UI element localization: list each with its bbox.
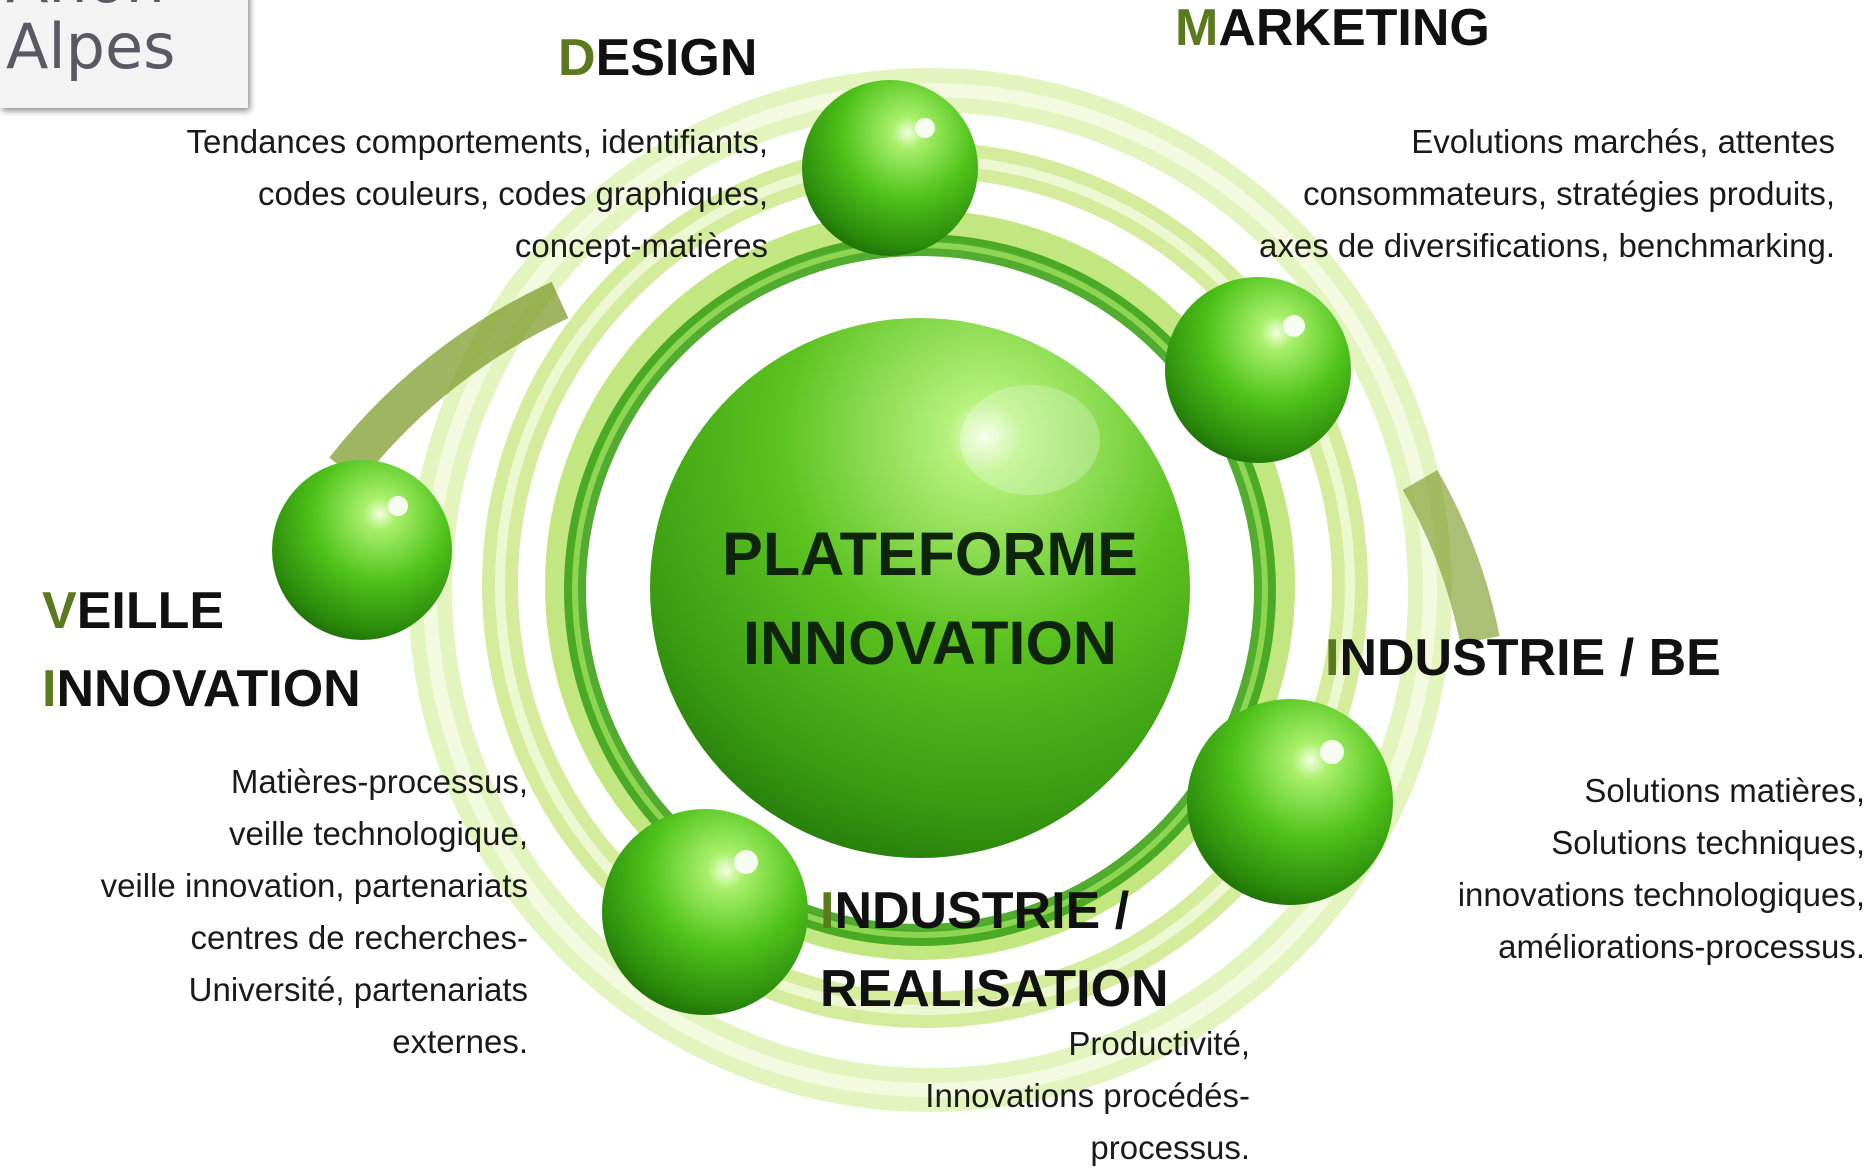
veille-desc-line: externes. [392,1023,528,1060]
center-sphere [650,318,1190,858]
company-logo: Anon Alpes [0,0,248,108]
marketing-heading: MARKETING [1175,0,1490,59]
marketing-desc-line: axes de diversifications, benchmarking. [1259,227,1835,264]
industrie-realisation-desc-line: processus. [1090,1129,1250,1166]
olive-arc-left [329,281,569,483]
industrie-realisation-heading-line1: INDUSTRIE / [820,872,1169,950]
industrie-realisation-heading-line2: REALISATION [820,960,1169,1018]
veille-desc-line: Matières-processus, [230,763,528,800]
veille-heading: VEILLE INNOVATION [42,572,361,728]
veille-heading-line1: VEILLE [42,572,361,650]
sphere-veille [272,460,452,640]
veille-heading-initial1: V [42,582,77,640]
marketing-heading-rest: ARKETING [1218,0,1490,57]
industrie-be-desc-line: innovations technologiques, [1457,876,1865,913]
design-desc-line: Tendances comportements, identifiants, [186,123,768,160]
marketing-description: Evolutions marchés, attentes consommateu… [1259,116,1835,272]
veille-desc-line: Université, partenariats [188,971,528,1008]
design-heading-rest: ESIGN [595,29,758,87]
veille-description: Matières-processus, veille technologique… [101,756,528,1068]
industrie-realisation-heading-rest: NDUSTRIE / [834,882,1130,940]
veille-desc-line: veille innovation, partenariats [100,867,528,904]
industrie-realisation-desc-line: Innovations procédés- [925,1077,1250,1114]
center-title-line1: PLATEFORME [722,520,1138,588]
industrie-be-heading: INDUSTRIE / BE [1325,628,1721,689]
industrie-be-desc-line: Solutions techniques, [1551,824,1865,861]
logo-text-line1: Anon [6,0,165,17]
sphere-design [802,80,978,256]
industrie-realisation-heading: INDUSTRIE / REALISATION [820,872,1169,1028]
sphere-marketing [1165,277,1351,463]
industrie-realisation-heading-initial: I [820,882,835,940]
industrie-realisation-description: Productivité, Innovations procédés- proc… [925,1018,1250,1174]
industrie-be-desc-line: améliorations-processus. [1498,928,1865,965]
industrie-be-heading-rest: NDUSTRIE / BE [1339,629,1721,687]
industrie-realisation-desc-line: Productivité, [1068,1025,1250,1062]
design-heading-initial: D [558,29,596,87]
veille-heading-initial2: I [42,660,57,718]
logo-text-line2: Alpes [6,10,176,83]
veille-desc-line: centres de recherches- [190,919,529,956]
center-title-line2: INNOVATION [743,609,1117,677]
design-heading: DESIGN [558,28,757,89]
industrie-be-desc-line: Solutions matières, [1584,772,1865,809]
olive-arc-right [1402,469,1500,645]
veille-desc-line: veille technologique, [228,815,528,852]
marketing-desc-line: Evolutions marchés, attentes [1411,123,1835,160]
marketing-desc-line: consommateurs, stratégies produits, [1303,175,1835,212]
veille-heading-line2: INNOVATION [42,650,361,728]
veille-heading-rest1: EILLE [76,582,225,640]
veille-heading-rest2: NNOVATION [56,660,361,718]
center-title: PLATEFORME INNOVATION [700,510,1160,688]
sphere-industrie-realisation [602,809,808,1015]
industrie-be-description: Solutions matières, Solutions techniques… [1458,765,1865,973]
industrie-be-heading-initial: I [1325,629,1340,687]
marketing-heading-initial: M [1175,0,1219,57]
design-description: Tendances comportements, identifiants, c… [187,116,768,272]
design-desc-line: concept-matières [514,227,768,264]
design-desc-line: codes couleurs, codes graphiques, [258,175,768,212]
center-sphere-shine [960,385,1100,495]
sphere-industrie-be [1187,699,1393,905]
